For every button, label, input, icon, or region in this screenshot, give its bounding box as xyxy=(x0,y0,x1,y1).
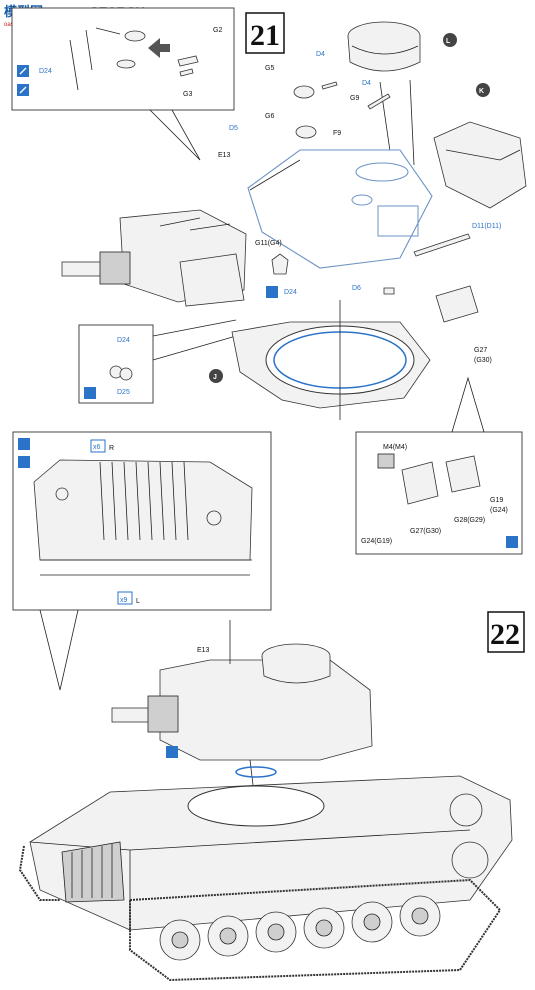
label-x6: x6 xyxy=(93,444,101,451)
label-d25: D25 xyxy=(117,389,130,396)
rack-rods xyxy=(99,461,189,541)
label-d24-c: D24 xyxy=(117,337,130,344)
label-g3: G3 xyxy=(183,91,192,98)
label-m4: M4(M4) xyxy=(383,444,407,451)
label-j: J xyxy=(213,374,217,381)
turret-assembled-22 xyxy=(111,620,373,811)
label-e13-b: E13 xyxy=(197,647,210,654)
gun-mantlet-assembly xyxy=(61,209,247,307)
step-21-number: 21 xyxy=(250,19,280,52)
label-l: L xyxy=(446,38,451,45)
label-g19: G19 xyxy=(490,497,503,504)
hull-assembly xyxy=(18,775,513,982)
label-g24: G24(G19) xyxy=(361,538,392,545)
label-f9: F9 xyxy=(333,130,341,137)
label-g28: G28(G29) xyxy=(454,517,485,524)
label-e13-a: E13 xyxy=(218,152,231,159)
label-d24-a: D24 xyxy=(39,68,52,75)
label-k: K xyxy=(479,88,484,95)
turret-body-21 xyxy=(247,149,433,269)
label-d11: D11(D11) xyxy=(472,223,501,230)
label-g2: G2 xyxy=(213,27,222,34)
callout-d24-box: D24 D25 xyxy=(78,319,237,404)
turret-ring-part-j: J xyxy=(209,300,431,420)
turret-bin-part-k: K xyxy=(433,83,527,209)
step-22-badge: 22 xyxy=(487,611,525,653)
label-g27-b: G27(G30) xyxy=(410,528,441,535)
label-d6: D6 xyxy=(352,285,361,292)
label-g11: G11(G4) xyxy=(255,240,282,247)
label-x9: x9 xyxy=(120,597,128,604)
label-g27: G27 xyxy=(474,347,487,354)
callout-rack-box: x6 R x9 L xyxy=(12,431,272,691)
callout-bracket-box: M4(M4) G19 (G24) G27(G30) G28(G29) G24(G… xyxy=(355,376,523,555)
label-d4-a: D4 xyxy=(316,51,325,58)
label-g6: G6 xyxy=(265,113,274,120)
callout-antenna-box: G2 G3 D24 xyxy=(11,7,235,161)
road-wheels xyxy=(159,895,441,961)
label-d24-b: D24 xyxy=(284,289,297,296)
label-d5: D5 xyxy=(229,125,238,132)
label-r: R xyxy=(109,445,114,452)
glue-icon-e xyxy=(166,746,178,758)
paint-icon-b xyxy=(84,387,96,399)
label-d4-b: D4 xyxy=(362,80,371,87)
cupola-part-l: L xyxy=(347,21,457,166)
glue-icon-c xyxy=(18,456,30,468)
label-g5: G5 xyxy=(265,65,274,72)
step-21-badge: 21 xyxy=(245,12,285,54)
step-22-number: 22 xyxy=(490,618,520,651)
paint-icon-d xyxy=(506,536,518,548)
label-g30: (G30) xyxy=(474,357,492,364)
label-l-small: L xyxy=(136,598,140,605)
label-g24-paren: (G24) xyxy=(490,507,508,514)
paint-icon-c xyxy=(18,438,30,450)
glue-icon-a xyxy=(266,286,278,298)
label-g9: G9 xyxy=(350,95,359,102)
